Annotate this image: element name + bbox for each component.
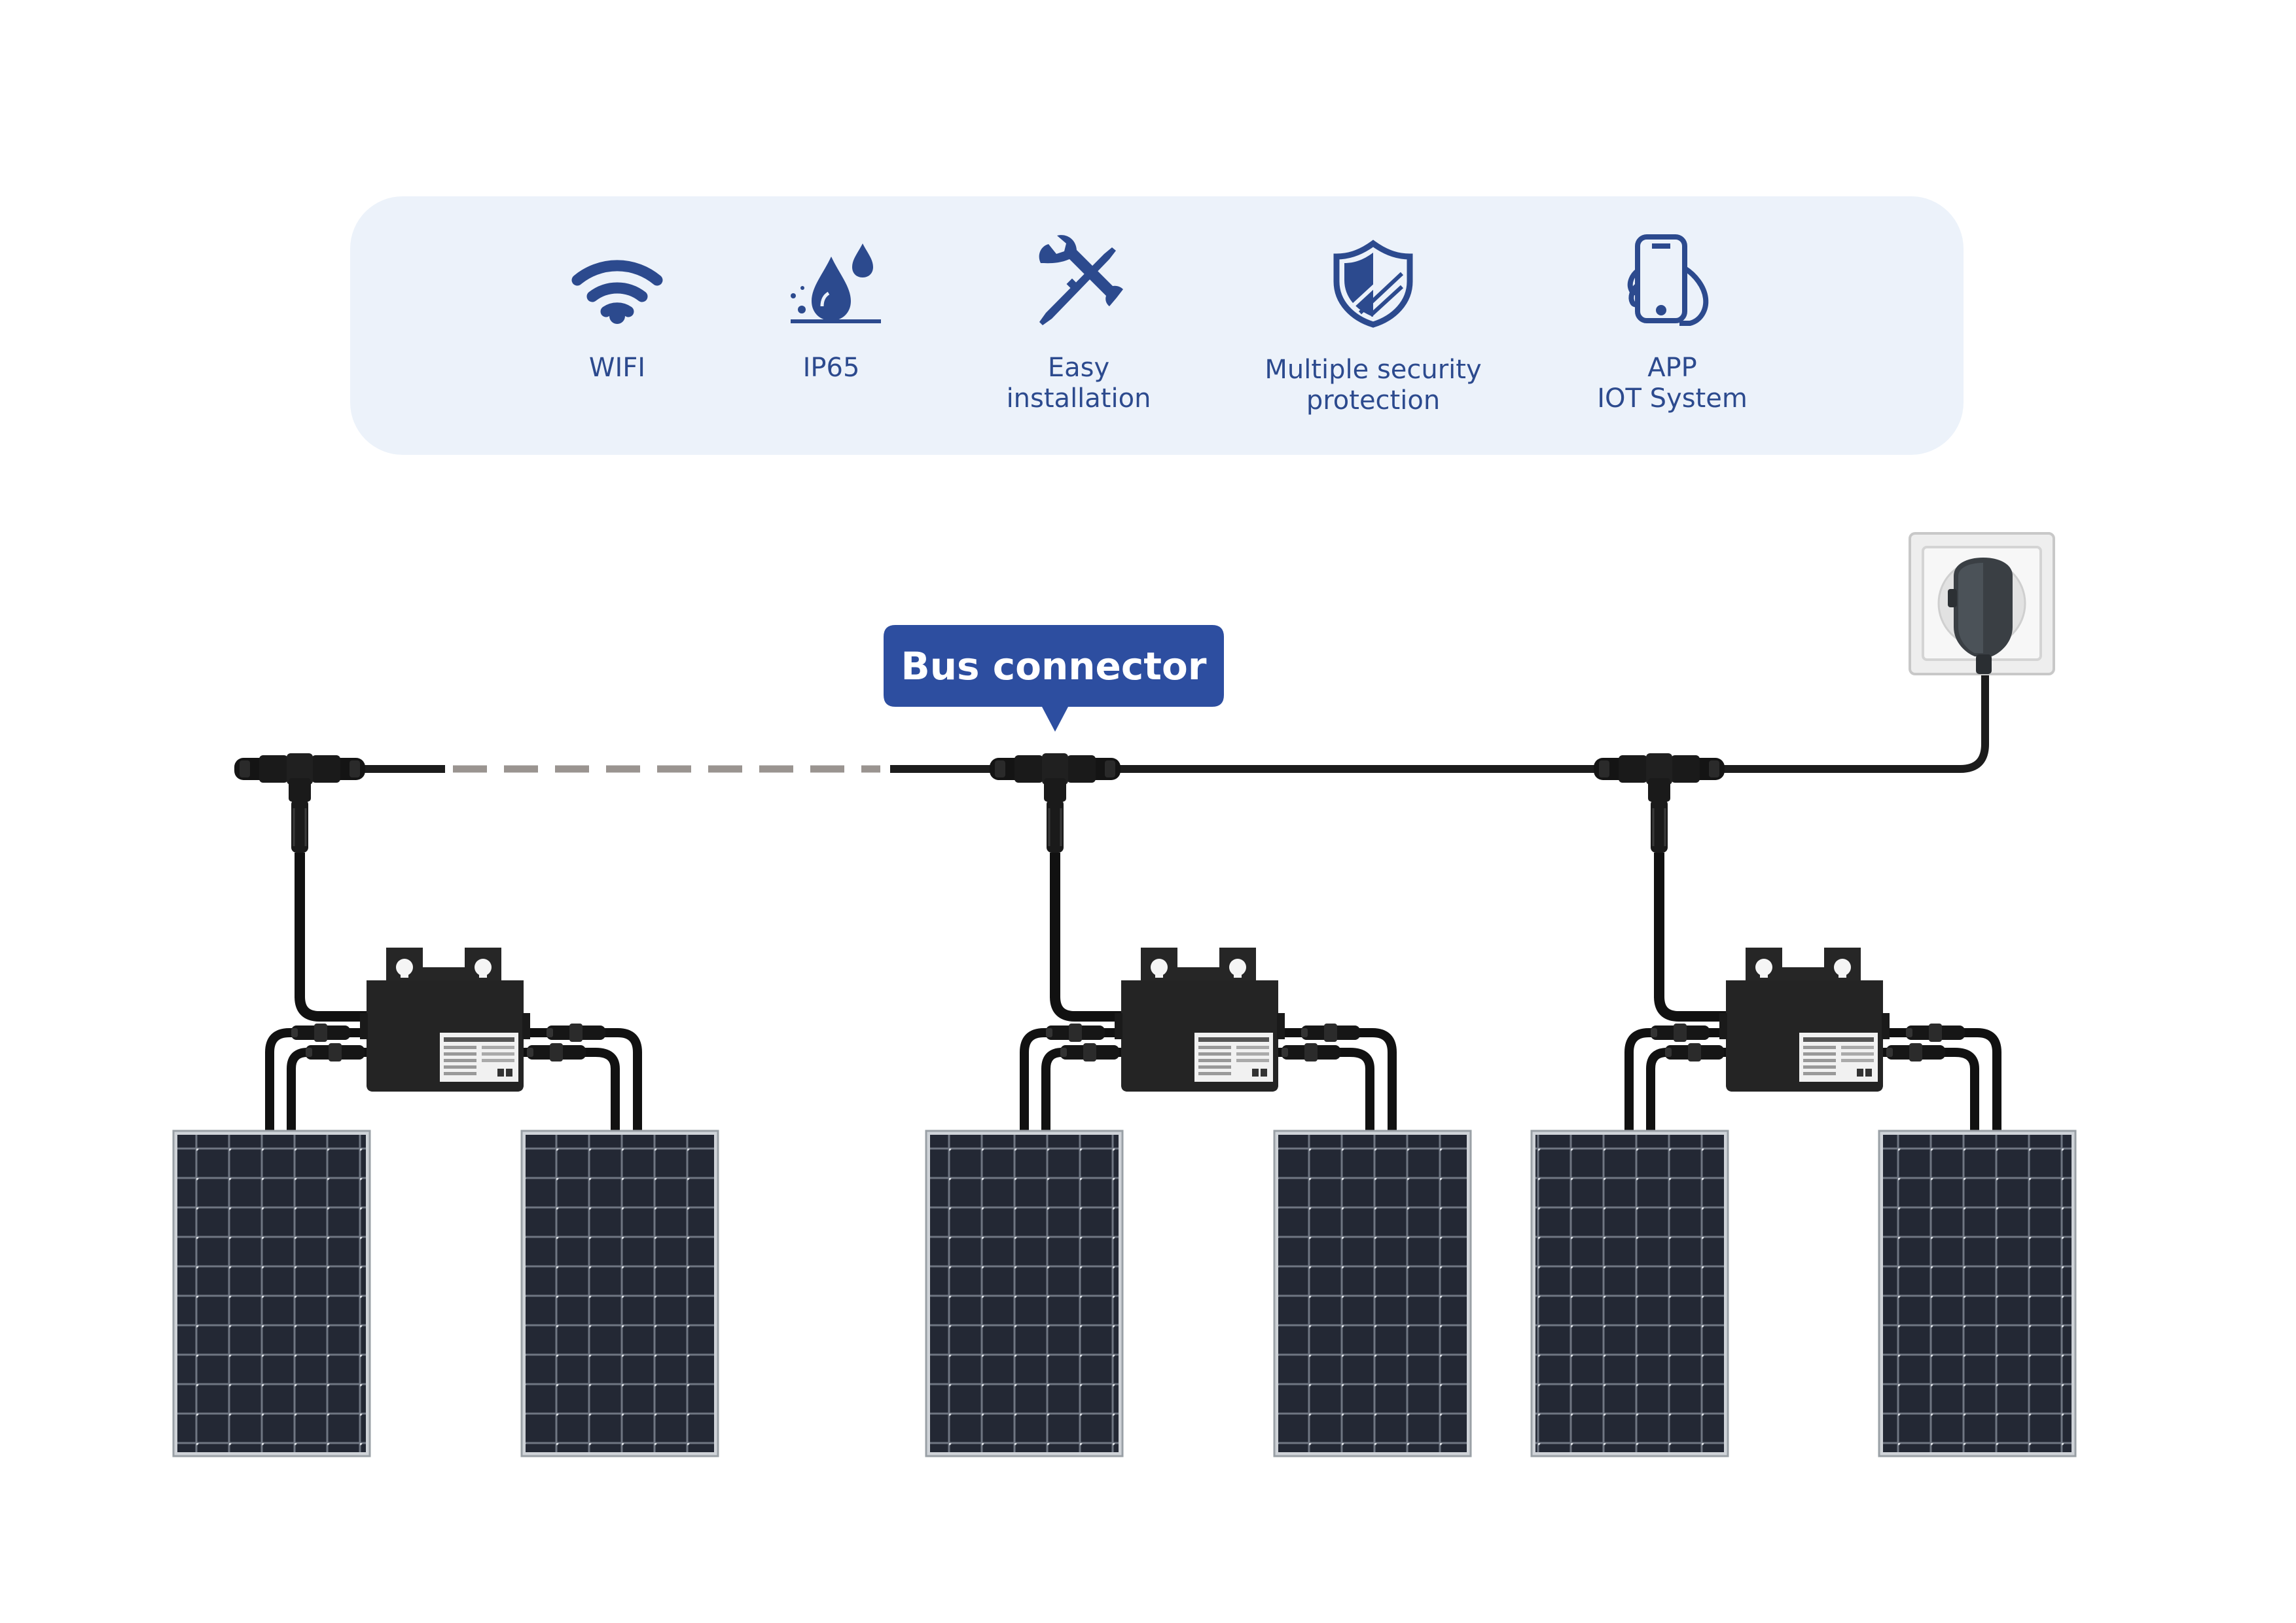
feature-label-phone-hand-line-1: APP — [1647, 353, 1697, 383]
bus-connector-callout: Bus connector — [884, 625, 1224, 732]
feature-label-tools-line-1: Easy — [1048, 353, 1109, 383]
shield-icon — [1333, 240, 1413, 328]
solar-panel-icon — [520, 1130, 719, 1457]
feature-label-shield-line-1: Multiple security — [1265, 355, 1481, 385]
solar-panel-icon — [925, 1130, 1124, 1457]
t-connector-icon — [233, 752, 367, 854]
water-drop-icon — [791, 243, 881, 323]
feature-label-tools-line-2: installation — [1007, 383, 1151, 414]
phone-hand-icon — [1627, 234, 1709, 326]
solar-panel-icon — [1273, 1130, 1472, 1457]
t-connector-icon — [988, 752, 1122, 854]
micro-inverter-icon — [270, 948, 637, 1137]
t-connector-icon — [1592, 752, 1726, 854]
solar-panel-icon — [1878, 1130, 2077, 1457]
feature-label-water-drop-line-1: IP65 — [803, 353, 860, 383]
solar-panel-icon — [172, 1130, 371, 1457]
solar-panel-icon — [1530, 1130, 1729, 1457]
plug-icon — [1948, 558, 2013, 674]
feature-label-phone-hand-line-2: IOT System — [1597, 383, 1748, 414]
feature-label-shield-line-2: protection — [1306, 385, 1440, 416]
bus-connector-label: Bus connector — [901, 644, 1207, 688]
micro-inverter-icon — [1629, 948, 1997, 1137]
micro-inverter-icon — [1024, 948, 1392, 1137]
feature-panel — [350, 196, 1964, 455]
bus-cable-main — [890, 671, 1989, 773]
feature-label-wifi-line-1: WIFI — [589, 353, 645, 383]
wifi-icon — [571, 260, 663, 324]
